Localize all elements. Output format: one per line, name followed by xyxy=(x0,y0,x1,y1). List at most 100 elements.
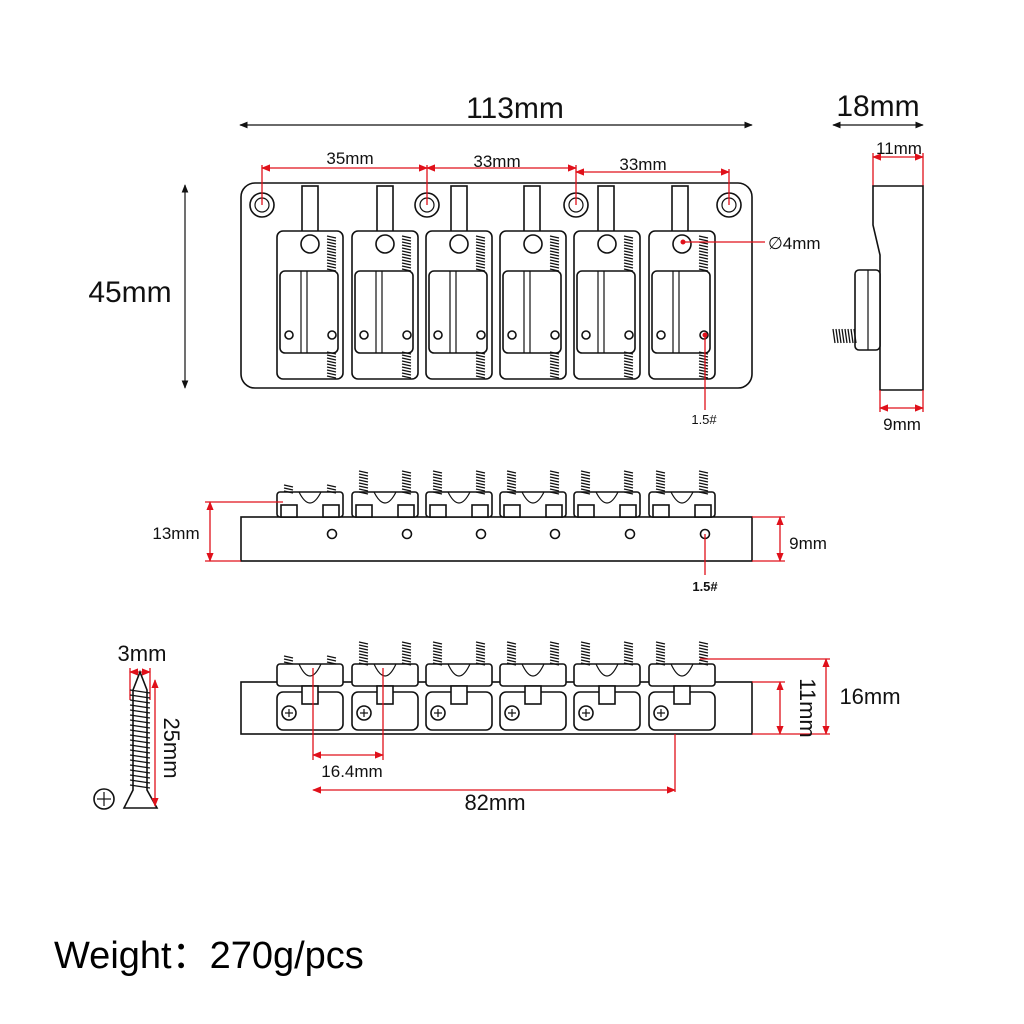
rear-height-screw xyxy=(432,653,443,657)
rear-saddle xyxy=(648,663,716,687)
saddle-screw xyxy=(284,330,294,340)
height-spring xyxy=(475,241,486,245)
rear-block xyxy=(524,685,542,705)
rear-height-screw xyxy=(580,647,591,651)
height-spring xyxy=(698,369,709,373)
rear-height-screw xyxy=(401,641,412,645)
thread-line xyxy=(129,774,151,779)
height-screw xyxy=(358,482,369,486)
height-spring xyxy=(401,238,412,242)
height-screw xyxy=(655,470,666,474)
rear-height-screw xyxy=(475,644,486,648)
rear-height-screw xyxy=(623,653,634,657)
height-spring xyxy=(549,241,560,245)
height-spring xyxy=(326,235,337,239)
thread-line xyxy=(129,739,151,744)
height-screw xyxy=(401,479,412,483)
saddle-screw xyxy=(327,330,337,340)
height-spring xyxy=(326,238,337,242)
height-screw xyxy=(401,491,412,495)
saddle-height-label: 11mm xyxy=(795,678,820,738)
rear-height-screw xyxy=(549,653,560,657)
saddle-body xyxy=(502,270,562,354)
saddle-foot xyxy=(545,504,563,518)
height-screw xyxy=(475,479,486,483)
height-spring xyxy=(475,372,486,376)
height-spring xyxy=(326,244,337,248)
height-spring xyxy=(475,256,486,260)
height-spring xyxy=(549,360,560,364)
rear-height-screw xyxy=(580,641,591,645)
height-screw xyxy=(698,485,709,489)
rear-groove xyxy=(670,663,694,677)
height-spring xyxy=(549,259,560,263)
height-spring xyxy=(549,256,560,260)
rear-height-screw xyxy=(549,656,560,660)
height-screw xyxy=(698,482,709,486)
front-hole xyxy=(326,528,338,540)
height-spring xyxy=(326,253,337,257)
thread-line xyxy=(129,734,151,739)
rear-height-screw xyxy=(432,659,443,663)
height-spring xyxy=(475,250,486,254)
height-spring xyxy=(326,256,337,260)
height-spring xyxy=(401,259,412,263)
height-screw xyxy=(475,485,486,489)
height-spring xyxy=(326,247,337,251)
hole-callout-dot xyxy=(680,239,686,245)
rear-height-screw xyxy=(475,662,486,666)
rear-height-screw xyxy=(283,655,294,659)
spacing-1-label: 35mm xyxy=(326,149,373,168)
height-screw xyxy=(549,482,560,486)
height-screw xyxy=(358,485,369,489)
height-spring xyxy=(698,250,709,254)
height-screw xyxy=(358,476,369,480)
saddle-body xyxy=(279,270,339,354)
height-spring xyxy=(549,372,560,376)
rear-height-screw xyxy=(432,647,443,651)
height-spring xyxy=(401,265,412,269)
height-spring xyxy=(401,354,412,358)
height-spring xyxy=(475,259,486,263)
height-spring xyxy=(623,241,634,245)
height-screw xyxy=(475,476,486,480)
height-screw xyxy=(283,490,294,494)
height-spring xyxy=(475,366,486,370)
height-screw xyxy=(506,488,517,492)
rear-height-screw xyxy=(401,656,412,660)
rear-height-screw xyxy=(549,647,560,651)
rear-groove xyxy=(447,663,471,677)
rear-height-screw xyxy=(580,662,591,666)
rear-block xyxy=(301,685,319,705)
height-spring xyxy=(549,363,560,367)
height-screw xyxy=(655,473,666,477)
height-spring xyxy=(623,265,634,269)
height-spring xyxy=(401,241,412,245)
height-screw xyxy=(283,484,294,488)
rear-groove xyxy=(373,663,397,677)
thread-line xyxy=(129,699,151,704)
string-groove xyxy=(595,491,619,504)
height-spring xyxy=(401,363,412,367)
saddle-foot xyxy=(652,504,670,518)
rear-saddle xyxy=(573,663,641,687)
thread-line xyxy=(850,328,854,344)
string-spacing-label: 16.4mm xyxy=(321,762,382,781)
saddle-foot xyxy=(429,504,447,518)
height-spring xyxy=(549,375,560,379)
height-screw xyxy=(432,473,443,477)
height-spring xyxy=(623,351,634,355)
height-spring xyxy=(698,247,709,251)
height-spring xyxy=(549,351,560,355)
rear-height-screw xyxy=(432,644,443,648)
height-spring xyxy=(475,262,486,266)
height-screw xyxy=(655,488,666,492)
saddle-foot xyxy=(322,504,340,518)
height-label: 45mm xyxy=(88,276,171,309)
height-spring xyxy=(623,369,634,373)
height-spring xyxy=(623,253,634,257)
screw-length-label: 25mm xyxy=(159,717,184,778)
height-spring xyxy=(475,238,486,242)
height-spring xyxy=(623,259,634,263)
thread-line xyxy=(129,694,151,699)
